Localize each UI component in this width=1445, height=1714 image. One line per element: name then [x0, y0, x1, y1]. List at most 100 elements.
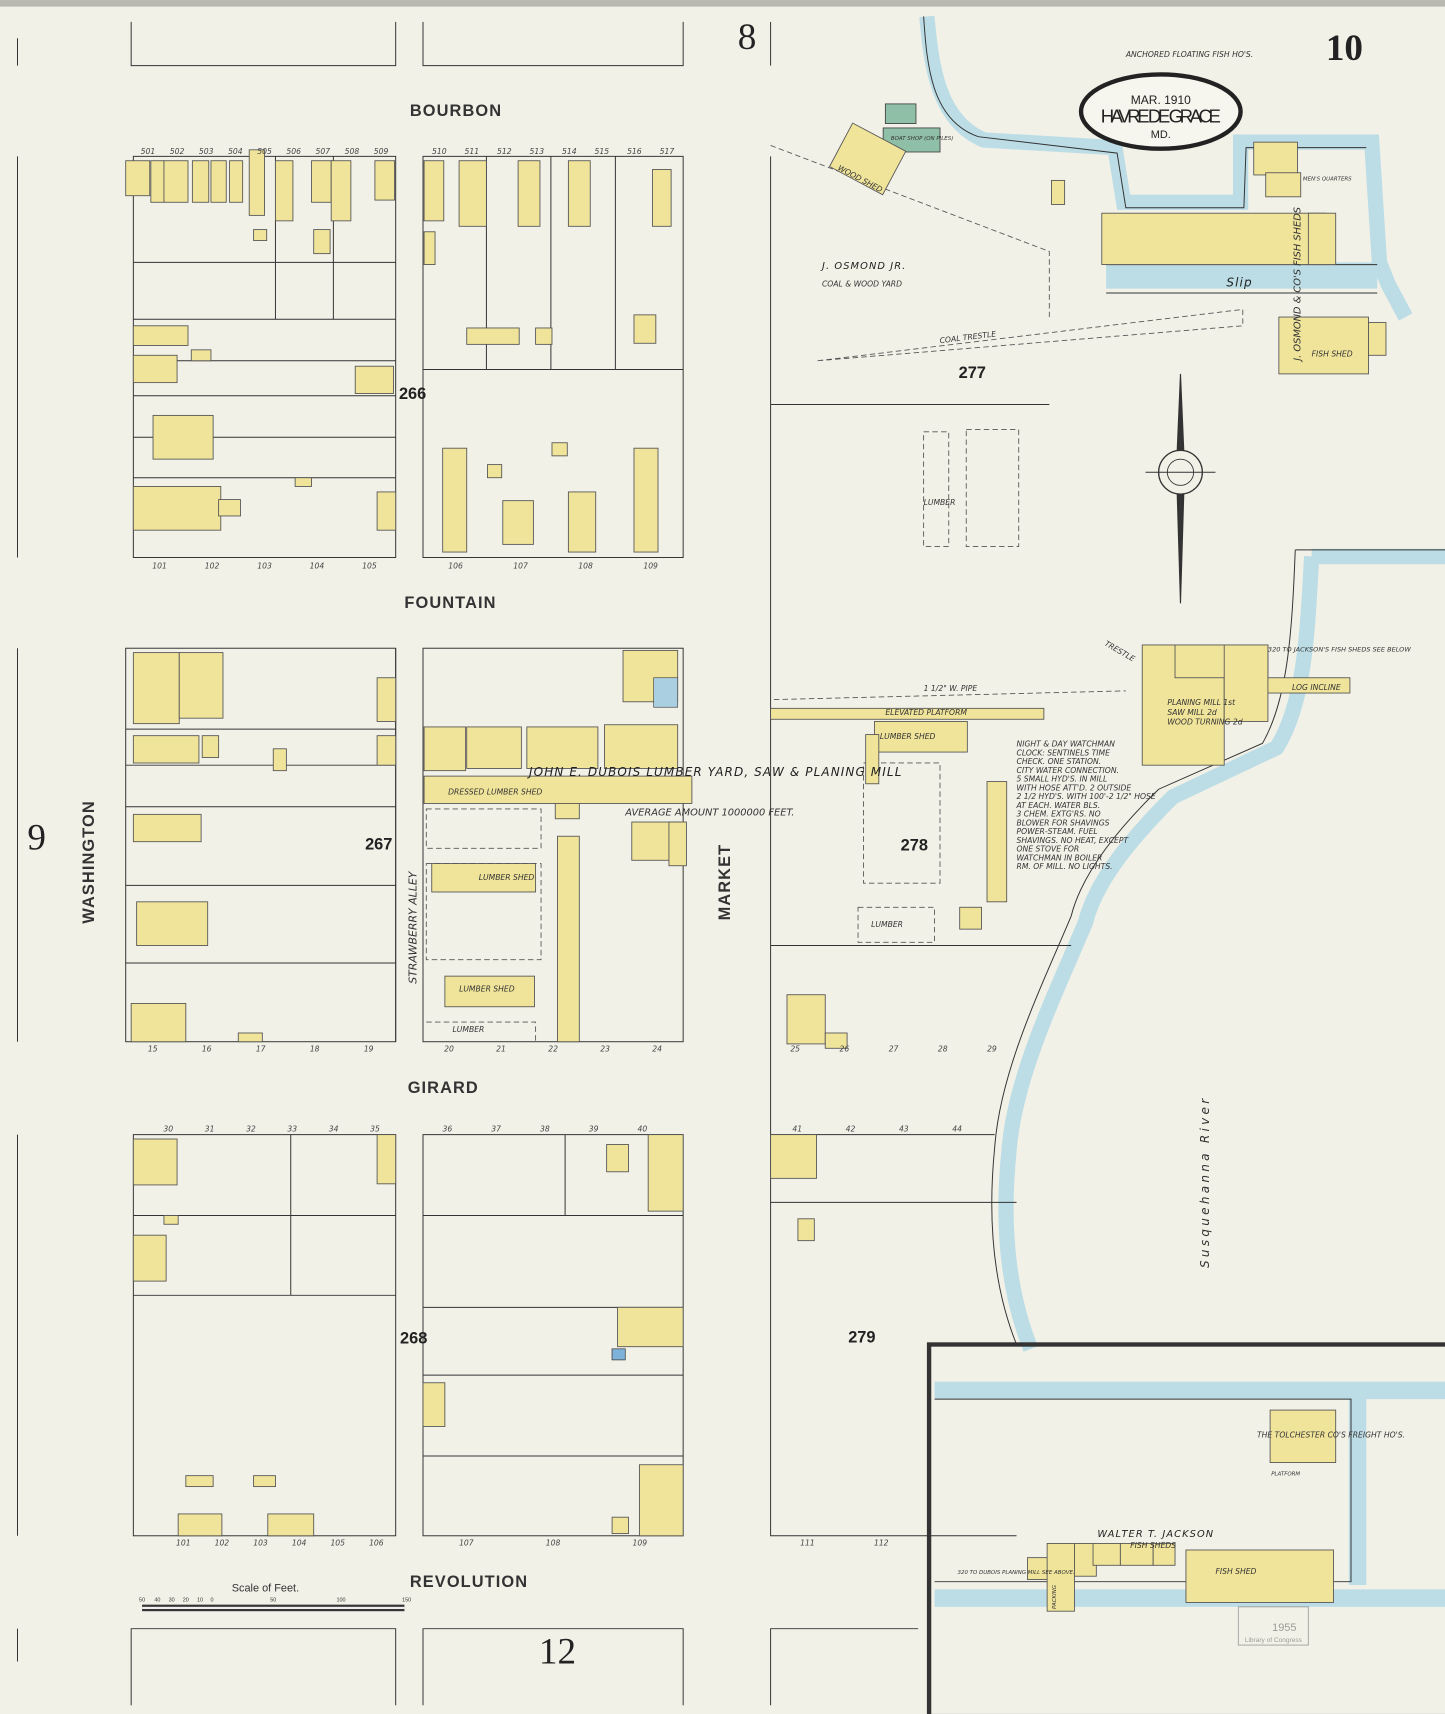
- building-footprint: [1265, 172, 1302, 198]
- sheet-number-north[interactable]: 8: [738, 17, 757, 58]
- lot-number: 37: [491, 1124, 501, 1133]
- lot-number: 28: [938, 1045, 948, 1054]
- elevated-platform: [770, 707, 1045, 720]
- building-footprint: [376, 735, 397, 766]
- block-number: 267: [365, 835, 392, 853]
- building-footprint: [1051, 179, 1066, 205]
- building-footprint: [152, 414, 214, 460]
- building-footprint: [354, 365, 394, 394]
- label-saw-mill: SAW MILL 2d: [1167, 708, 1217, 717]
- lot-number: 23: [600, 1045, 610, 1054]
- building-footprint: [647, 1134, 684, 1212]
- lot-number: 20: [444, 1045, 454, 1054]
- lot-number: 38: [540, 1124, 550, 1133]
- concrete-building: [653, 677, 679, 708]
- lot-number: 517: [660, 147, 675, 156]
- note-line: 3 CHEM. EXTG'RS. NO: [1017, 810, 1101, 819]
- building-footprint: [132, 325, 189, 346]
- title-state: MD.: [1151, 129, 1171, 141]
- label-water-pipe: 1 1/2" W. PIPE: [924, 684, 978, 693]
- sheet-number-south[interactable]: 12: [539, 1632, 576, 1673]
- lot-number: 29: [987, 1045, 997, 1054]
- building-footprint: [190, 349, 212, 362]
- label-average-amount: AVERAGE AMOUNT 1000000 FEET.: [624, 807, 794, 818]
- lot-number: 31: [205, 1124, 215, 1133]
- building-footprint: [554, 803, 580, 820]
- lot-number: 515: [595, 147, 610, 156]
- scale-tick-label: 10: [197, 1597, 203, 1603]
- building-footprint: [294, 477, 312, 487]
- lot-number: 39: [589, 1124, 599, 1133]
- lot-number: 106: [369, 1539, 384, 1548]
- lot-number: 42: [846, 1124, 856, 1133]
- note-line: 2 1/2 HYD'S. WITH 100'-2 1/2" HOSE: [1017, 792, 1156, 801]
- lot-number: 107: [513, 561, 528, 570]
- building-footprint: [535, 327, 553, 345]
- lot-number: 103: [257, 561, 272, 570]
- lot-number: 40: [638, 1124, 648, 1133]
- label-osmond-yard: J. OSMOND JR.: [820, 261, 906, 272]
- label-boat-shop: BOAT SHOP (ON PILES): [891, 136, 954, 142]
- stamp-year: 1955: [1272, 1622, 1296, 1634]
- lot-number: 30: [163, 1124, 173, 1133]
- building-footprint: [132, 486, 222, 531]
- building-footprint: [376, 1134, 397, 1185]
- building-footprint: [1027, 1557, 1050, 1580]
- lot-number: 22: [548, 1045, 558, 1054]
- building-footprint: [191, 160, 210, 203]
- building-footprint: [668, 821, 687, 867]
- lot-number: 102: [205, 561, 220, 570]
- scale-tick-label: 40: [154, 1597, 160, 1603]
- building-footprint: [873, 721, 968, 753]
- building-footprint: [210, 160, 227, 203]
- lot-number: 15: [148, 1045, 158, 1054]
- lot-number: 509: [374, 147, 389, 156]
- building-footprint: [253, 229, 268, 241]
- sheet-number-west[interactable]: 9: [27, 817, 46, 858]
- note-line: CITY WATER CONNECTION.: [1017, 766, 1119, 775]
- building-footprint: [376, 677, 397, 722]
- lot-number: 104: [310, 561, 325, 570]
- block-number: 266: [399, 385, 426, 403]
- lot-number: 24: [652, 1045, 662, 1054]
- label-elevated-platform: ELEVATED PLATFORM: [885, 708, 967, 717]
- label-osmond-fish-sheds: J. OSMOND & CO'S FISH SHEDS: [1293, 207, 1304, 363]
- building-footprint: [248, 149, 265, 216]
- building-footprint: [163, 160, 189, 203]
- building-footprint: [311, 160, 332, 203]
- building-footprint: [423, 726, 467, 772]
- building-footprint: [136, 901, 209, 946]
- lot-number: 501: [141, 147, 156, 156]
- building-footprint: [502, 500, 534, 545]
- label-packing: PACKING: [1052, 1585, 1058, 1609]
- lot-number: 104: [292, 1539, 307, 1548]
- building-footprint: [132, 1138, 178, 1186]
- title-date: MAR. 1910: [1131, 93, 1191, 107]
- note-line: POWER-STEAM. FUEL: [1017, 827, 1098, 836]
- building-footprint: [330, 160, 352, 222]
- lot-number: 106: [448, 561, 463, 570]
- building-footprint: [1278, 316, 1369, 375]
- building-footprint: [517, 160, 541, 227]
- sheet-number-current[interactable]: 10: [1326, 28, 1363, 69]
- lot-number: 36: [443, 1124, 453, 1133]
- building-footprint: [1269, 1409, 1337, 1463]
- building-footprint: [526, 726, 599, 769]
- lot-number: 109: [632, 1539, 647, 1548]
- lot-number: 109: [643, 561, 658, 570]
- lot-number: 502: [170, 147, 185, 156]
- building-footprint: [253, 1475, 276, 1488]
- building-footprint: [132, 813, 202, 843]
- label-osmond-yard-sub: COAL & WOOD YARD: [822, 279, 902, 288]
- building-footprint: [786, 994, 826, 1045]
- building-footprint: [185, 1475, 214, 1488]
- label-dressed-lumber-shed: DRESSED LUMBER SHED: [448, 788, 542, 797]
- stamp-org: Library of Congress: [1245, 1637, 1303, 1644]
- compass-rose-icon: [1145, 373, 1216, 604]
- street-revolution: REVOLUTION: [410, 1573, 528, 1591]
- lot-number: 26: [840, 1045, 850, 1054]
- lot-number: 512: [497, 147, 512, 156]
- note-line: ONE STOVE FOR: [1017, 845, 1080, 854]
- lot-number: 112: [874, 1539, 889, 1548]
